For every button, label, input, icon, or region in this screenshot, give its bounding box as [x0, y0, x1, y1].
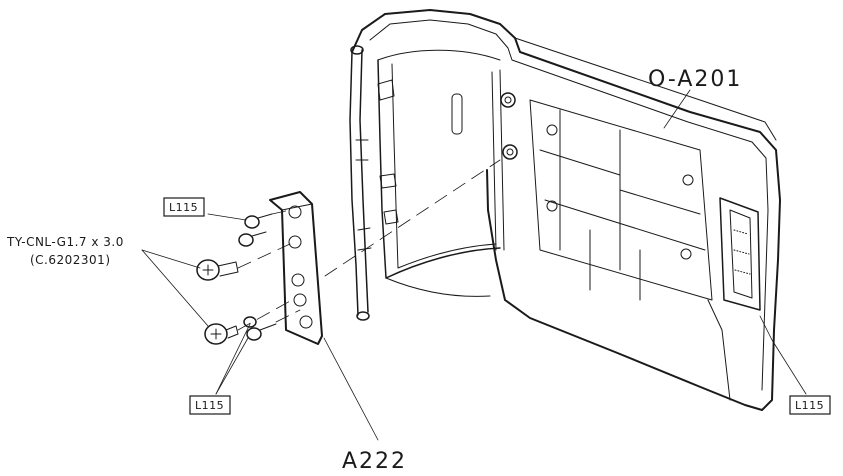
- end-plate-hole-mid: [288, 235, 302, 249]
- right-bottom-foot: [707, 299, 731, 401]
- plate-rivet-4: [682, 174, 694, 186]
- pin-shank-top-2: [251, 231, 267, 237]
- back-cover-inner-rim: [369, 19, 769, 391]
- pin-head-top-2: [238, 233, 254, 247]
- mount-post-top: [500, 92, 516, 108]
- partition-wall: [491, 69, 505, 251]
- data-window-shading: [733, 229, 751, 275]
- data-window-frame: [719, 197, 761, 311]
- leader-l115-right: [759, 315, 807, 395]
- end-plate-hole-top: [288, 205, 302, 219]
- hinge-knuckle-2: [357, 227, 372, 251]
- l115-pin-bottom: [243, 316, 277, 341]
- tag-box-l115-bottom-left: [189, 395, 231, 415]
- plate-rivet-3: [680, 248, 692, 260]
- tag-box-l115-right: [789, 395, 831, 415]
- end-plate-hole-lower: [291, 273, 305, 287]
- leader-l115-bottom-b: [215, 323, 251, 395]
- tag-l115-bottom-left: L115: [189, 395, 231, 415]
- leader-screw-lower: [141, 249, 209, 327]
- end-plate-hole-foot: [299, 315, 313, 329]
- pin-head-bottom: [246, 327, 262, 341]
- pin-bottom-axis: [275, 309, 301, 323]
- screw-thread-lower: [225, 325, 239, 339]
- tag-l115-top: L115: [163, 197, 205, 217]
- film-chamber-inner: [391, 63, 497, 269]
- pressure-plate-rail-3: [559, 109, 621, 271]
- plate-rivet-2: [546, 200, 558, 212]
- chamber-top-lip: [377, 49, 501, 61]
- leader-end-plate: [323, 337, 379, 441]
- pressure-plate-rail-1: [544, 199, 706, 251]
- back-cover-outline: [351, 9, 781, 411]
- screw-lower-axis: [237, 299, 293, 331]
- l115-pin-top: [238, 213, 273, 247]
- screw-cross-lower: [210, 328, 222, 340]
- screw-head-lower: [204, 323, 228, 345]
- screw-lower: [204, 323, 239, 345]
- back-cover-assembly: [349, 9, 781, 411]
- pin-top-axis: [271, 209, 291, 215]
- latch-tab-1: [377, 79, 395, 101]
- end-plate-assembly: [269, 191, 323, 345]
- leader-l115-bottom-a: [215, 337, 249, 395]
- screw-cross-upper: [202, 264, 214, 276]
- end-plate-outline: [269, 191, 323, 345]
- screw-upper: [196, 259, 239, 281]
- hinge-bottom-cap: [356, 311, 370, 321]
- screw-head-upper: [196, 259, 220, 281]
- pressure-plate-outline: [529, 99, 713, 301]
- tag-text-l115-top: L115: [169, 201, 198, 214]
- mount-post-mid: [502, 144, 518, 160]
- tag-box-l115-top: [163, 197, 205, 217]
- latch-tab-3: [383, 209, 399, 225]
- tag-text-l115-right: L115: [795, 399, 824, 412]
- screw-thread-upper: [217, 261, 239, 277]
- label-screw-spec-2: (C.6202301): [30, 253, 111, 267]
- leader-lines: [141, 89, 807, 441]
- leader-main-cover: [663, 89, 691, 129]
- end-plate-face: [281, 203, 319, 345]
- screw-upper-axis: [237, 243, 291, 269]
- plate-rivet-1: [546, 124, 558, 136]
- end-plate-hole-bottom: [293, 293, 307, 307]
- back-cover-top-edge: [514, 37, 777, 141]
- hinge-knuckle-1: [355, 139, 369, 161]
- mount-post-top-hole: [504, 96, 512, 104]
- hinge-pin: [349, 51, 359, 316]
- label-screw-spec-1: TY-CNL-G1.7 x 3.0: [6, 235, 124, 249]
- label-main-cover: O-A201: [648, 67, 742, 92]
- pin-shank-top: [257, 213, 273, 219]
- leader-l115-top: [207, 213, 247, 221]
- pin-shank-bottom: [259, 323, 277, 331]
- assembly-centerline: [324, 159, 501, 277]
- mount-post-mid-hole: [506, 148, 514, 156]
- film-chamber-wall: [377, 59, 501, 279]
- pin-head-top: [244, 215, 260, 229]
- leader-screw-upper: [141, 249, 201, 269]
- data-window-inner: [729, 209, 753, 299]
- tag-text-l115-bottom-left: L115: [195, 399, 224, 412]
- hinge-pin-edge: [359, 49, 369, 313]
- label-end-plate: A222: [342, 449, 407, 474]
- hinge-top-cap: [350, 45, 364, 55]
- latch-tab-2: [379, 173, 397, 189]
- tag-l115-right: L115: [789, 395, 831, 415]
- chamber-slot: [451, 93, 463, 135]
- pin-head-bottom-2: [243, 316, 257, 328]
- pressure-plate-rail-2: [589, 229, 641, 301]
- film-chamber-floor: [385, 277, 491, 297]
